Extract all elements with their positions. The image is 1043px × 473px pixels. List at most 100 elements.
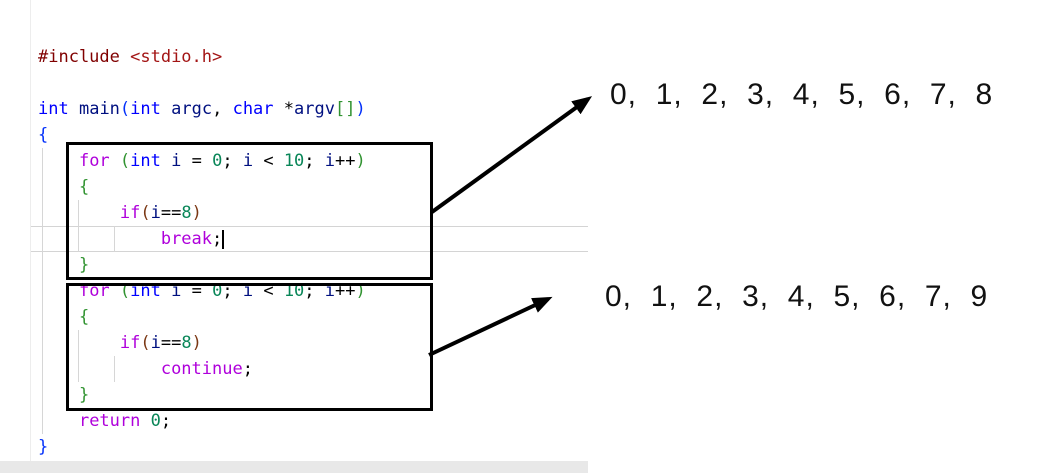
code-token: ) bbox=[355, 151, 366, 171]
break-output-text: 0, 1, 2, 3, 4, 5, 6, 7, 8 bbox=[610, 78, 994, 111]
code-token: ) bbox=[355, 281, 366, 301]
code-token: argc bbox=[171, 99, 213, 119]
code-token: ( bbox=[140, 333, 151, 353]
code-token: if bbox=[119, 203, 141, 223]
code-line bbox=[38, 70, 366, 96]
code-token: ++ bbox=[335, 281, 356, 301]
code-token: 0 bbox=[212, 151, 223, 171]
code-token: 10 bbox=[283, 151, 305, 171]
arrow-to-break-output bbox=[430, 96, 593, 214]
code-line: #include <stdio.h> bbox=[38, 44, 366, 70]
code-token: if bbox=[119, 333, 141, 353]
code-line: } bbox=[38, 434, 366, 460]
horizontal-scrollbar-track[interactable] bbox=[0, 461, 588, 473]
code-token: { bbox=[38, 125, 49, 145]
code-token: == bbox=[160, 203, 182, 223]
code-token: ; bbox=[304, 281, 325, 301]
code-line: return 0; bbox=[38, 408, 366, 434]
continue-output-text: 0, 1, 2, 3, 4, 5, 6, 7, 9 bbox=[605, 280, 989, 313]
code-token: return bbox=[78, 411, 141, 431]
code-token: { bbox=[78, 177, 90, 197]
code-token: , bbox=[212, 99, 233, 119]
code-token: ++ bbox=[335, 151, 356, 171]
code-line: for (int i = 0; i < 10; i++) bbox=[38, 278, 366, 304]
code-token bbox=[140, 411, 150, 431]
code-token: * bbox=[273, 99, 295, 119]
code-line: for (int i = 0; i < 10; i++) bbox=[38, 148, 366, 174]
indent-guide bbox=[114, 356, 115, 382]
code-token: [] bbox=[334, 99, 356, 119]
editor-left-border bbox=[30, 0, 31, 461]
code-line: continue; bbox=[38, 356, 366, 382]
code-token: int bbox=[130, 281, 161, 301]
code-token: 8 bbox=[181, 333, 192, 353]
code-token: #include bbox=[38, 47, 131, 67]
code-line: } bbox=[38, 252, 366, 278]
indent-guide bbox=[78, 330, 79, 382]
code-editor[interactable]: #include <stdio.h>int main(int argc, cha… bbox=[38, 44, 366, 460]
indent-guide bbox=[114, 226, 115, 252]
code-token: i bbox=[150, 333, 161, 353]
code-token: int bbox=[130, 99, 161, 119]
code-token: i bbox=[242, 151, 254, 171]
code-token: int bbox=[38, 99, 69, 119]
code-token: continue bbox=[160, 359, 243, 379]
code-token: break bbox=[160, 229, 213, 249]
code-token: ; bbox=[222, 281, 243, 301]
code-token: 0 bbox=[212, 281, 223, 301]
code-line: } bbox=[38, 382, 366, 408]
code-token: ( bbox=[140, 203, 151, 223]
code-token: ) bbox=[191, 333, 202, 353]
code-lines: #include <stdio.h>int main(int argc, cha… bbox=[38, 44, 366, 460]
code-token: ; bbox=[242, 359, 253, 379]
code-token: for bbox=[78, 281, 110, 301]
code-token: } bbox=[38, 437, 49, 457]
code-token bbox=[69, 99, 79, 119]
current-line-highlight bbox=[31, 226, 588, 252]
code-token: ( bbox=[119, 151, 131, 171]
code-token bbox=[38, 411, 79, 431]
text-cursor bbox=[222, 230, 224, 249]
code-token: i bbox=[150, 203, 161, 223]
code-token: <stdio.h> bbox=[130, 47, 223, 67]
code-token: < bbox=[253, 151, 284, 171]
code-token: == bbox=[160, 333, 182, 353]
continue-loop-box bbox=[66, 283, 433, 411]
code-token: i bbox=[171, 151, 182, 171]
code-token: main bbox=[78, 99, 120, 119]
code-token: i bbox=[324, 151, 336, 171]
code-token: for bbox=[78, 151, 110, 171]
code-token: 8 bbox=[181, 203, 192, 223]
code-token: ; bbox=[160, 411, 172, 431]
code-token: } bbox=[78, 385, 90, 405]
code-token: int bbox=[130, 151, 161, 171]
code-token: i bbox=[171, 281, 182, 301]
indent-guide bbox=[42, 148, 43, 434]
code-line: { bbox=[38, 304, 366, 330]
break-loop-box bbox=[66, 142, 433, 280]
code-line: { bbox=[38, 122, 366, 148]
code-token: ) bbox=[355, 99, 366, 119]
code-token: = bbox=[181, 281, 213, 301]
arrow-to-continue-output bbox=[428, 296, 553, 357]
code-token: ; bbox=[212, 229, 223, 249]
code-token: { bbox=[78, 307, 90, 327]
code-token: i bbox=[242, 281, 254, 301]
code-token: i bbox=[324, 281, 336, 301]
code-token: = bbox=[181, 151, 213, 171]
code-token: < bbox=[253, 281, 284, 301]
code-token: } bbox=[78, 255, 90, 275]
code-line: if(i==8) bbox=[38, 200, 366, 226]
code-token: argv bbox=[294, 99, 335, 119]
code-line: break; bbox=[38, 226, 366, 252]
indent-guide bbox=[78, 200, 79, 252]
code-line: if(i==8) bbox=[38, 330, 366, 356]
code-token: ) bbox=[191, 203, 202, 223]
code-token: 0 bbox=[150, 411, 161, 431]
code-line: int main(int argc, char *argv[]) bbox=[38, 96, 366, 122]
code-token: ; bbox=[222, 151, 243, 171]
code-token: char bbox=[232, 99, 274, 119]
code-token: ; bbox=[304, 151, 325, 171]
code-token: ( bbox=[119, 281, 131, 301]
